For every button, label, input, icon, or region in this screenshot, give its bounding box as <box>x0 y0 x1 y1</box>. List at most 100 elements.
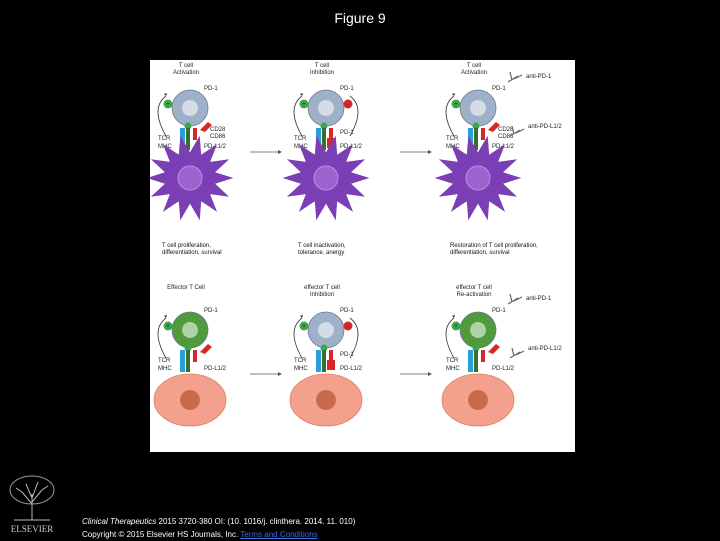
t-cell-nucleus <box>470 100 486 116</box>
signal-arrow-right <box>349 317 359 359</box>
anti-pdl12-antibody <box>509 347 525 359</box>
tcr-label: TCR <box>158 136 171 142</box>
t-cell-nucleus <box>470 322 486 338</box>
plus-sign <box>299 99 309 109</box>
plus-label: + <box>454 324 458 330</box>
panel-header-line2: Activation <box>461 70 487 76</box>
panel-outcome-line1: T cell proliferation, <box>162 243 211 249</box>
receptor-plus-sign <box>320 344 328 352</box>
transition-arrowhead <box>428 150 432 154</box>
panel-header-line1: T cell <box>467 63 481 69</box>
cd28-stalk <box>474 128 478 150</box>
cd28-label: CD28 <box>498 127 514 133</box>
cd86-label: CD86 <box>498 134 514 140</box>
signal-arrow-left <box>293 95 303 137</box>
cd28-stalk <box>474 350 478 372</box>
pd1-mechanism-diagram: T cellActivation+TCRMHCPD-1CD28CD86PD-L1… <box>150 63 562 427</box>
receptor-plus-sign <box>320 122 328 130</box>
pd1-bound-label: PD-1 <box>340 352 354 358</box>
t-cell-nucleus <box>182 100 198 116</box>
t-cell-nucleus <box>318 100 334 116</box>
cd28-stalk <box>186 128 190 150</box>
mhc-label: MHC <box>446 366 460 372</box>
plus-sign <box>163 321 173 331</box>
pd1-receptor <box>193 128 197 140</box>
plus-label: + <box>302 102 306 108</box>
receptor-plus-sign <box>472 344 480 352</box>
cd28-label: CD28 <box>210 127 226 133</box>
plus-label: + <box>454 102 458 108</box>
tcr-mhc-stalk <box>468 350 473 372</box>
minus-label: - <box>347 324 349 330</box>
signal-arrow-left <box>157 95 167 137</box>
receptor-plus-sign <box>184 122 192 130</box>
plus-sign <box>163 99 173 109</box>
pd1-receptor <box>481 128 485 140</box>
panel-header-line2: Inhibition <box>310 70 334 76</box>
receptor-plus-sign <box>472 122 480 130</box>
tumor-cell-nucleus <box>180 390 200 410</box>
panel-top-row-1: T cellActivation+TCRMHCPD-1CD28CD86PD-L1… <box>150 63 234 256</box>
panel-top-row-2: T cellInhibition+-TCRMHCPD-1PD-1PD-L1/2T… <box>282 63 370 256</box>
signal-arrow-left <box>445 317 455 359</box>
panel-outcome-line2: differentiation, survival <box>450 250 510 256</box>
plus-sign <box>299 321 309 331</box>
dendritic-cell-nucleus <box>313 165 339 191</box>
tumor-cell-nucleus <box>316 390 336 410</box>
panel-header-line2: Activation <box>173 70 199 76</box>
signal-arrow-left <box>293 317 303 359</box>
panel-outcome-line2: differentiation, survival <box>162 250 222 256</box>
anti-pdl12-label: anti-PD-L1/2 <box>528 124 562 130</box>
signal-arrow-right <box>349 95 359 137</box>
anti-pdl12-label: anti-PD-L1/2 <box>528 346 562 352</box>
tcr-mhc-stalk <box>316 128 321 150</box>
copyright-text: Copyright © 2015 Elsevier HS Journals, I… <box>82 530 239 539</box>
elsevier-logo: ELSEVIER <box>4 474 60 536</box>
cd28-stalk <box>322 350 326 372</box>
tcr-label: TCR <box>446 358 459 364</box>
pd1-icon <box>200 122 212 132</box>
mhc-label: MHC <box>158 366 172 372</box>
pd1-label: PD-1 <box>340 308 354 314</box>
panel-header-line2: Re-activation <box>456 292 491 298</box>
mhc-label: MHC <box>294 366 308 372</box>
t-cell-nucleus <box>182 322 198 338</box>
panel-top-row-3: T cellActivation+TCRMHCPD-1CD28CD86PD-L1… <box>434 63 562 256</box>
transition-arrowhead <box>278 150 282 154</box>
pd1-icon <box>200 344 212 354</box>
plus-label: + <box>166 324 170 330</box>
tcr-mhc-stalk <box>468 128 473 150</box>
plus-label: + <box>302 324 306 330</box>
pd1-receptor <box>193 350 197 362</box>
pd1-label: PD-1 <box>492 86 506 92</box>
signal-arrow-left <box>157 317 167 359</box>
panel-header-line1: effector T cell <box>456 285 492 291</box>
receptor-plus-sign <box>184 344 192 352</box>
panel-header-line1: Effector T Cell <box>167 285 205 291</box>
panel-header-line1: effector T cell <box>304 285 340 291</box>
transition-arrowhead <box>428 372 432 376</box>
citation-block: Clinical Therapeutics 2015 3720-380 OI: … <box>82 515 355 541</box>
pdl12-label: PD-L1/2 <box>204 366 227 372</box>
citation-text: 2015 3720-380 OI: (10. 1016/j. clinthera… <box>156 517 356 526</box>
plus-label: + <box>166 102 170 108</box>
terms-link[interactable]: Terms and Conditions <box>240 530 318 539</box>
arrowhead-left <box>164 315 167 318</box>
arrowhead-left <box>452 315 455 318</box>
anti-pd1-label: anti-PD-1 <box>526 296 552 302</box>
pd1-label: PD-1 <box>492 308 506 314</box>
t-cell-nucleus <box>318 322 334 338</box>
figure-title: Figure 9 <box>334 10 386 26</box>
pd1-receptor <box>481 350 485 362</box>
pd1-ligand-bound <box>327 138 335 148</box>
pd1-label: PD-1 <box>340 86 354 92</box>
arrowhead-left <box>164 93 167 96</box>
cd28-stalk <box>322 128 326 150</box>
panel-header-line1: T cell <box>315 63 329 69</box>
plus-sign <box>451 321 461 331</box>
pd1-ligand-bound <box>327 360 335 370</box>
tumor-cell-nucleus <box>468 390 488 410</box>
pdl12-label: PD-L1/2 <box>492 366 515 372</box>
